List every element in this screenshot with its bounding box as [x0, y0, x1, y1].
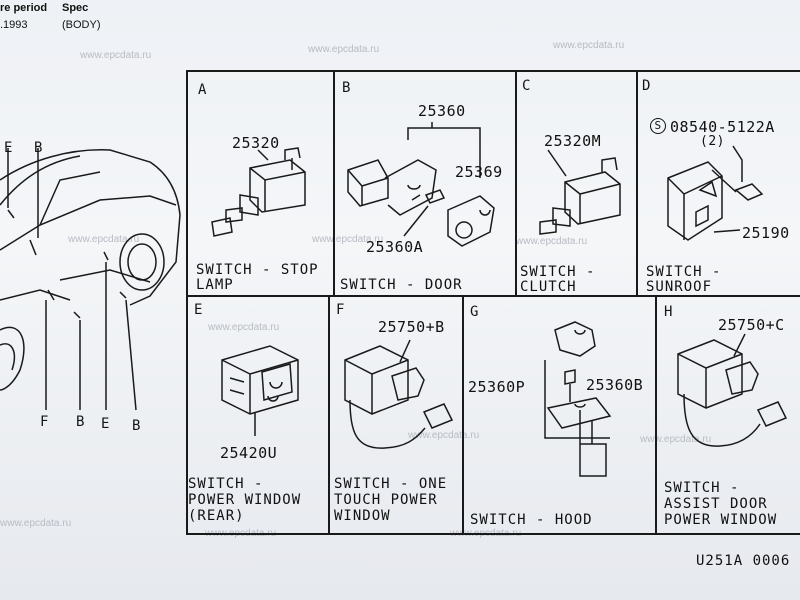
date-label: .1993 [0, 19, 28, 31]
caption-line: SWITCH - STOP [196, 262, 319, 278]
caption-line: SUNROOF [646, 279, 713, 295]
caption-line: WINDOW [334, 508, 391, 524]
panel-letter-b: B [342, 80, 351, 96]
car-callout-e: E [4, 140, 13, 156]
watermark: www.epcdata.ru [208, 322, 280, 333]
watermark: www.epcdata.ru [308, 44, 380, 55]
standard-part-symbol: S [650, 118, 666, 134]
panel-letter-f: F [336, 302, 345, 318]
part-number: 25360 [418, 102, 466, 120]
door-switch-icon [348, 122, 494, 246]
grid-line-vertical [333, 70, 335, 296]
part-number: 25750+C [718, 316, 785, 334]
panel-letter-e: E [194, 302, 203, 318]
caption-line: LAMP [196, 277, 234, 293]
period-label: re period [0, 2, 48, 14]
caption-line: POWER WINDOW [664, 512, 778, 528]
watermark: www.epcdata.ru [80, 50, 152, 61]
grid-line-horizontal-middle [186, 295, 800, 297]
car-outline-icon [0, 148, 180, 410]
panel-letter-c: C [522, 78, 531, 94]
caption-line: SWITCH - [520, 264, 596, 280]
part-number: 25320 [232, 134, 280, 152]
car-callout-b: B [34, 140, 43, 156]
figure-code: U251A 0006 [696, 553, 791, 569]
grid-line-vertical [328, 296, 330, 534]
stop-lamp-switch-icon [212, 148, 305, 236]
part-number: 25190 [742, 224, 790, 242]
caption-line: TOUCH POWER [334, 492, 438, 508]
panel-letter-h: H [664, 304, 673, 320]
caption-line: CLUTCH [520, 279, 577, 295]
part-number: 08540-5122A [670, 118, 775, 136]
caption-line: (REAR) [188, 508, 245, 524]
caption-line: SWITCH - DOOR [340, 277, 463, 293]
one-touch-window-switch-icon [345, 340, 452, 448]
assist-window-switch-icon [678, 334, 786, 446]
panel-letter-d: D [642, 78, 651, 94]
power-window-switch-icon [222, 346, 298, 436]
caption-line: ASSIST DOOR [664, 496, 768, 512]
part-number: 25420U [220, 444, 278, 462]
panel-letter-g: G [470, 304, 479, 320]
grid-line-vertical [655, 296, 657, 534]
part-number: 25320M [544, 132, 602, 150]
grid-line-horizontal-top [186, 70, 800, 72]
watermark: www.epcdata.ru [553, 40, 625, 51]
grid-line-vertical [515, 70, 517, 296]
hood-switch-icon [545, 322, 610, 476]
body-label: (BODY) [62, 19, 101, 31]
watermark: www.epcdata.ru [312, 234, 384, 245]
part-number: 25369 [455, 163, 503, 181]
clutch-switch-icon [540, 150, 620, 234]
caption-line: SWITCH - HOOD [470, 512, 593, 528]
part-number: 25360A [366, 238, 424, 256]
car-callout-e: E [101, 416, 110, 432]
part-number: 25360P [468, 378, 526, 396]
part-quantity: (2) [700, 134, 725, 149]
watermark: www.epcdata.ru [68, 234, 140, 245]
caption-line: SWITCH - ONE [334, 476, 448, 492]
part-number: 25360B [586, 376, 644, 394]
watermark: www.epcdata.ru [516, 236, 588, 247]
grid-line-vertical [462, 296, 464, 534]
grid-line-vertical [636, 70, 638, 296]
part-number: 25750+B [378, 318, 445, 336]
watermark: www.epcdata.ru [0, 518, 72, 529]
grid-line-horizontal-bottom [186, 533, 800, 535]
sunroof-switch-icon [668, 146, 762, 240]
caption-line: SWITCH - [664, 480, 740, 496]
panel-letter-a: A [198, 82, 207, 98]
caption-line: SWITCH - [188, 476, 264, 492]
spec-label: Spec [62, 2, 89, 14]
watermark: www.epcdata.ru [640, 434, 712, 445]
car-callout-f: F [40, 414, 49, 430]
caption-line: SWITCH - [646, 264, 722, 280]
car-callout-b: B [76, 414, 85, 430]
watermark: www.epcdata.ru [408, 430, 480, 441]
caption-line: POWER WINDOW [188, 492, 302, 508]
car-callout-b: B [132, 418, 141, 434]
grid-line-vertical [186, 70, 188, 535]
